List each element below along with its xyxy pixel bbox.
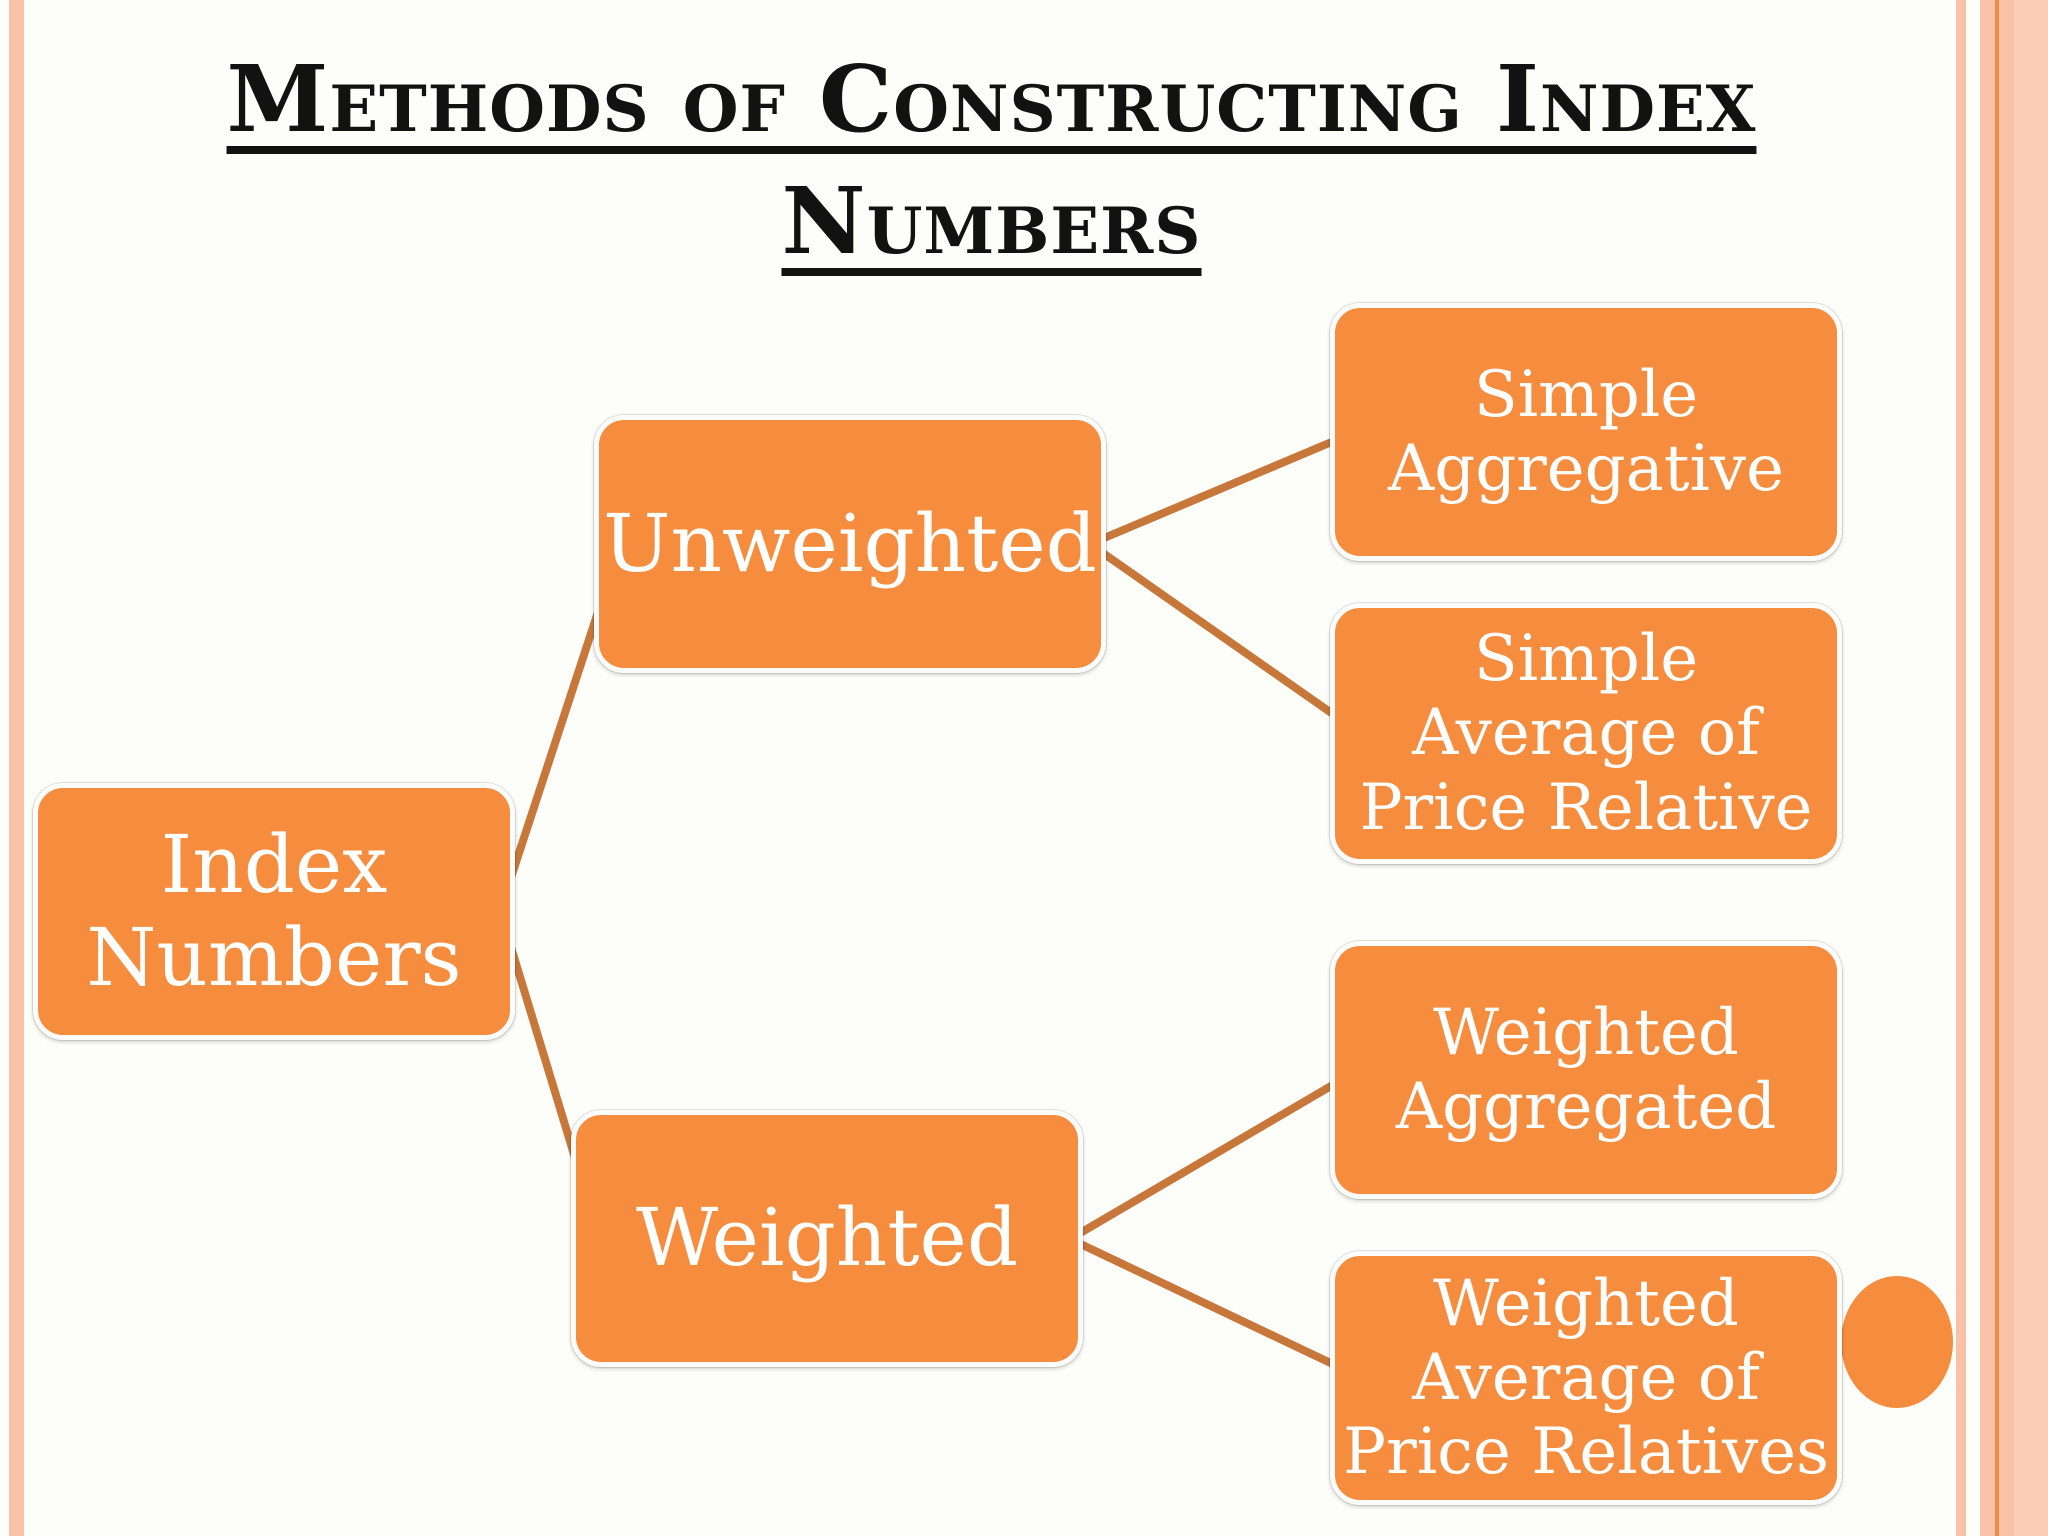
slide-title-line-1: Methods of Constructing Index xyxy=(226,45,1757,153)
node-weighted-average-of-price-relatives: Weighted Average of Price Relatives xyxy=(1330,1251,1842,1505)
node-simple-average-label: Simple Average of Price Relative xyxy=(1359,622,1813,845)
slide-title-line-2: Numbers xyxy=(781,167,1202,275)
connector-weighted-weighted-aggregated xyxy=(1066,1065,1364,1243)
node-weighted: Weighted xyxy=(571,1110,1083,1367)
right-border-divider-line xyxy=(1995,0,1999,1536)
node-index-numbers: Index Numbers xyxy=(33,783,515,1040)
connector-weighted-weighted-average xyxy=(1066,1235,1364,1381)
node-weighted-aggregated-label: Weighted Aggregated xyxy=(1395,995,1777,1144)
node-weighted-aggregated: Weighted Aggregated xyxy=(1330,941,1842,1199)
node-simple-average-of-price-relative: Simple Average of Price Relative xyxy=(1330,603,1842,864)
node-index-numbers-label: Index Numbers xyxy=(86,817,462,1004)
connector-unweighted-simple-average xyxy=(1086,540,1364,737)
node-simple-aggregative-label: Simple Aggregative xyxy=(1388,357,1784,506)
right-border-band xyxy=(2014,0,2048,1536)
node-weighted-label: Weighted xyxy=(635,1191,1019,1285)
node-simple-aggregative: Simple Aggregative xyxy=(1330,303,1842,561)
node-unweighted-label: Unweighted xyxy=(603,496,1097,590)
node-unweighted: Unweighted xyxy=(594,415,1106,673)
left-border-stripe xyxy=(9,0,24,1536)
connector-unweighted-simple-aggregative xyxy=(1086,426,1364,548)
decorative-circle xyxy=(1841,1276,1953,1408)
node-weighted-average-label: Weighted Average of Price Relatives xyxy=(1343,1266,1829,1490)
right-border-stripe-inner xyxy=(1956,0,1966,1536)
